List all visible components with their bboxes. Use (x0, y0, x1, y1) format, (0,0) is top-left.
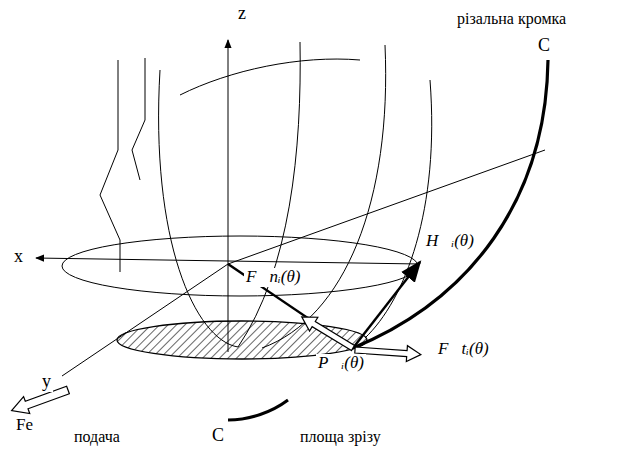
h-vector (353, 262, 420, 348)
cutter-outline (180, 59, 360, 95)
cutter-outline (365, 80, 432, 338)
reference-line (228, 150, 545, 264)
cutter-outline (238, 42, 300, 347)
vector-label: F⃗tᵢ(θ) (436, 340, 491, 359)
cutting-edge (353, 60, 548, 348)
callout-text: різальна кромка (455, 10, 568, 28)
axis-label: x (12, 247, 25, 267)
vector-label: H⃗ᵢ(θ) (424, 232, 476, 251)
callout-text: подача (72, 428, 122, 446)
vector-label: F⃗nᵢ(θ) (244, 268, 302, 287)
cutter-outline (262, 45, 386, 348)
cutting-edge (228, 400, 288, 420)
normal-force-arrow (298, 310, 358, 355)
callout-text: площа зрізу (298, 428, 383, 446)
y-axis (62, 264, 228, 376)
cutter-outline (159, 70, 238, 347)
axis-label: y (40, 372, 53, 392)
z-axis (228, 40, 229, 352)
cutter-outline (100, 60, 120, 272)
vector-label: P⃗ᵢ(θ) (316, 354, 366, 373)
vector-label: Fe (14, 416, 35, 435)
curve-label: C (210, 426, 226, 446)
cutting-circle (62, 236, 418, 296)
curve-label: C (536, 36, 552, 56)
axis-label: z (236, 4, 248, 24)
cutter-outline (132, 58, 145, 180)
x-axis (36, 258, 420, 264)
